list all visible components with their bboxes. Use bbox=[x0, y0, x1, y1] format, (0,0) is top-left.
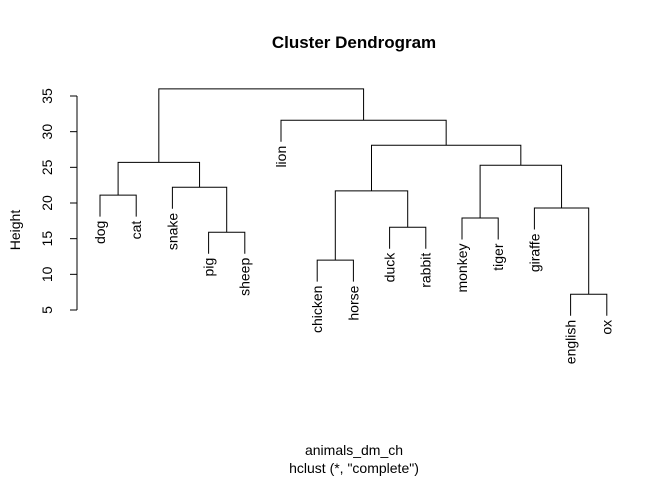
dendrogram-branch bbox=[389, 226, 427, 249]
dendrogram-branches bbox=[99, 88, 608, 316]
leaf-label: lion bbox=[273, 146, 289, 168]
leaf-label: monkey bbox=[454, 243, 470, 292]
leaf-label: snake bbox=[164, 213, 180, 251]
leaf-label: horse bbox=[345, 285, 361, 320]
y-tick-label: 20 bbox=[39, 195, 55, 211]
leaf-label: tiger bbox=[490, 243, 506, 271]
y-tick-label: 15 bbox=[39, 231, 55, 247]
x-axis-label: animals_dm_ch bbox=[305, 442, 403, 458]
dendrogram-branch bbox=[334, 190, 409, 261]
dendrogram-branch bbox=[479, 164, 563, 218]
y-tick-label: 30 bbox=[39, 124, 55, 140]
y-tick-label: 10 bbox=[39, 266, 55, 282]
y-axis-label: Height bbox=[7, 210, 23, 251]
dendrogram-branch bbox=[316, 259, 354, 282]
y-tick-label: 25 bbox=[39, 159, 55, 175]
dendrogram-branch bbox=[117, 161, 201, 196]
leaf-label: dog bbox=[92, 221, 108, 244]
dendrogram-branch bbox=[371, 144, 522, 191]
leaf-label: cat bbox=[128, 221, 144, 240]
y-tick-label: 35 bbox=[39, 88, 55, 104]
dendrogram-branch bbox=[158, 88, 365, 163]
dendrogram-branch bbox=[461, 217, 499, 240]
dendrogram-branch bbox=[570, 293, 608, 316]
leaf-label: chicken bbox=[309, 286, 325, 333]
leaf-label: ox bbox=[599, 320, 615, 335]
dendrogram-branch bbox=[280, 119, 447, 146]
leaf-label: sheep bbox=[237, 258, 253, 296]
y-tick-label: 5 bbox=[39, 306, 55, 314]
leaf-labels: dog cat snake pig sheep lion chicken horse duck r… bbox=[92, 146, 615, 364]
leaf-label: giraffe bbox=[526, 233, 542, 272]
chart-title: Cluster Dendrogram bbox=[272, 33, 436, 52]
leaf-label: english bbox=[563, 320, 579, 364]
dendrogram-branch bbox=[208, 231, 246, 254]
dendrogram-branch bbox=[99, 194, 137, 217]
dendrogram-branch bbox=[171, 186, 228, 233]
chart-subtitle: hclust (*, "complete") bbox=[289, 460, 419, 476]
leaf-label: duck bbox=[382, 252, 398, 283]
y-axis: 5 10 15 20 25 30 35 bbox=[39, 88, 78, 314]
dendrogram-branch bbox=[533, 207, 590, 295]
leaf-label: pig bbox=[201, 258, 217, 277]
leaf-label: rabbit bbox=[418, 253, 434, 288]
